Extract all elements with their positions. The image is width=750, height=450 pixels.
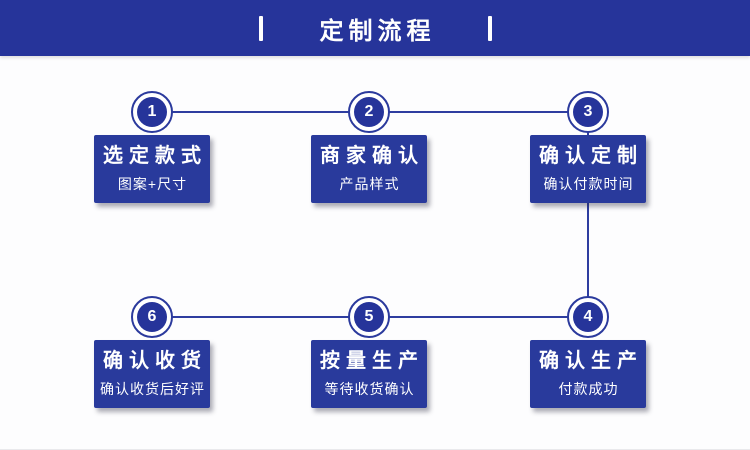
step-4-title: 确认生产	[539, 349, 643, 372]
step-5-title: 按量生产	[320, 349, 424, 372]
step-5: 5 按量生产 等待收货确认	[309, 296, 429, 408]
step-6-subtitle: 确认收货后好评	[100, 380, 205, 397]
step-1: 1 选定款式 图案+尺寸	[92, 91, 212, 203]
header-separator-right-bar-icon	[487, 15, 492, 41]
step-2-card: 商家确认 产品样式	[311, 135, 427, 203]
step-1-card: 选定款式 图案+尺寸	[94, 135, 210, 203]
step-4-number-badge: 4	[567, 296, 609, 338]
step-5-number: 5	[354, 302, 384, 332]
step-6-title: 确认收货	[103, 349, 207, 372]
step-4-card: 确认生产 付款成功	[530, 340, 646, 408]
header-bar: 定制流程	[0, 0, 750, 56]
step-5-subtitle: 等待收货确认	[324, 380, 415, 397]
step-1-title: 选定款式	[103, 144, 207, 167]
step-3: 3 确认定制 确认付款时间	[528, 91, 648, 203]
step-1-subtitle: 图案+尺寸	[117, 175, 188, 192]
step-4: 4 确认生产 付款成功	[528, 296, 648, 408]
step-2-number-badge: 2	[348, 91, 390, 133]
step-3-number-badge: 3	[567, 91, 609, 133]
step-6-card: 确认收货 确认收货后好评	[94, 340, 210, 408]
step-5-card: 按量生产 等待收货确认	[311, 340, 427, 408]
page-title: 定制流程	[319, 17, 436, 45]
step-3-subtitle: 确认付款时间	[543, 175, 634, 192]
step-6-number: 6	[137, 302, 167, 332]
step-2: 2 商家确认 产品样式	[309, 91, 429, 203]
step-3-title: 确认定制	[539, 144, 643, 167]
step-1-number: 1	[137, 97, 167, 127]
step-3-card: 确认定制 确认付款时间	[530, 135, 646, 203]
connector-vertical-line	[587, 112, 589, 318]
step-2-number: 2	[354, 97, 384, 127]
step-4-subtitle: 付款成功	[558, 380, 619, 397]
step-5-number-badge: 5	[348, 296, 390, 338]
step-6: 6 确认收货 确认收货后好评	[92, 296, 212, 408]
step-4-number: 4	[573, 302, 603, 332]
header-separator-left-bar-icon	[258, 15, 263, 41]
step-2-title: 商家确认	[320, 144, 424, 167]
step-1-number-badge: 1	[131, 91, 173, 133]
step-2-subtitle: 产品样式	[339, 175, 400, 192]
step-3-number: 3	[573, 97, 603, 127]
step-6-number-badge: 6	[131, 296, 173, 338]
